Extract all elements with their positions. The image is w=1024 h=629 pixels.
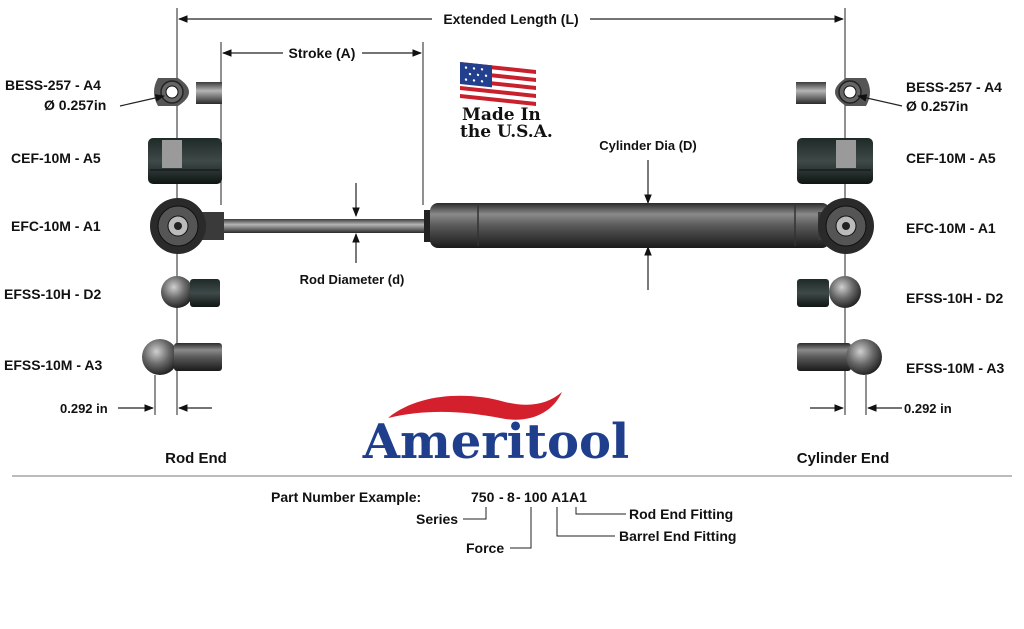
cylinder-dia-label: Cylinder Dia (D) <box>599 138 697 153</box>
rod-diameter-dimension: Rod Diameter (d) <box>300 183 405 287</box>
left-cef-fitting <box>148 138 222 184</box>
pn-stroke: 100 <box>524 489 548 505</box>
right-bess-fitting <box>796 78 870 106</box>
left-labels: BESS-257 - A4 Ø 0.257in CEF-10M - A5 EFC… <box>4 77 165 373</box>
right-efc-fitting <box>818 198 874 254</box>
left-offset-dimension: 0.292 in <box>60 375 212 416</box>
right-offset-dimension: 0.292 in <box>810 375 952 416</box>
stroke-dimension: Stroke (A) <box>220 42 424 205</box>
pn-series: 750 <box>471 489 495 505</box>
cylinder-dia-dimension: Cylinder Dia (D) <box>599 138 697 290</box>
cylinder-body <box>430 203 830 248</box>
pn-barrel-end-fitting-label: Barrel End Fitting <box>619 528 736 544</box>
rod-seal <box>424 210 434 242</box>
extended-length-label: Extended Length (L) <box>443 11 578 27</box>
us-flag-icon <box>460 61 536 110</box>
left-efss10m-fitting <box>142 339 222 375</box>
left-efss10h-label: EFSS-10H - D2 <box>4 286 101 302</box>
made-in-line1: Made In <box>462 105 541 125</box>
left-efss10h-fitting <box>161 276 220 308</box>
left-efc-fitting <box>150 198 224 254</box>
right-cef-fitting <box>797 138 873 184</box>
left-efss10m-label: EFSS-10M - A3 <box>4 357 102 373</box>
pn-barrel-code: A1 <box>551 489 569 505</box>
left-offset-label: 0.292 in <box>60 401 108 416</box>
rod-diameter-label: Rod Diameter (d) <box>300 272 405 287</box>
left-efc-label: EFC-10M - A1 <box>11 218 101 234</box>
left-cef-label: CEF-10M - A5 <box>11 150 101 166</box>
right-cef-label: CEF-10M - A5 <box>906 150 996 166</box>
part-number-label: Part Number Example: <box>271 489 421 505</box>
right-efss10h-fitting <box>797 276 861 308</box>
logo-swoosh-icon <box>388 392 562 420</box>
right-efss10m-fitting <box>797 339 882 375</box>
left-bess-fitting <box>154 78 222 106</box>
pn-sep2: - <box>516 489 521 505</box>
right-fittings <box>796 78 882 375</box>
left-fittings <box>142 78 224 375</box>
made-in-usa-badge: Made In the U.S.A. <box>460 61 553 142</box>
pn-rod-end-fitting-label: Rod End Fitting <box>629 506 733 522</box>
rod-end-label: Rod End <box>165 450 227 467</box>
brand-name: Ameritool <box>362 414 630 470</box>
pn-sep1: - <box>499 489 504 505</box>
right-bess-diameter: Ø 0.257in <box>906 98 968 114</box>
piston-rod <box>218 219 430 233</box>
right-efss10m-label: EFSS-10M - A3 <box>906 360 1004 376</box>
stroke-label: Stroke (A) <box>289 45 356 61</box>
right-efc-label: EFC-10M - A1 <box>906 220 996 236</box>
ameritool-logo: Ameritool <box>362 392 630 470</box>
pn-force-label: Force <box>466 540 504 556</box>
pn-series-label: Series <box>416 511 458 527</box>
left-bess-label: BESS-257 - A4 <box>5 77 101 93</box>
pn-rod-code: A1 <box>569 489 587 505</box>
gas-spring <box>218 203 830 248</box>
right-efss10h-label: EFSS-10H - D2 <box>906 290 1003 306</box>
cylinder-end-label: Cylinder End <box>797 450 890 467</box>
made-in-line2: the U.S.A. <box>460 122 553 142</box>
left-bess-diameter: Ø 0.257in <box>44 97 106 113</box>
part-number-example: Part Number Example: 750 - 8 - 100 A1 A1… <box>271 489 736 556</box>
right-labels: BESS-257 - A4 Ø 0.257in CEF-10M - A5 EFC… <box>857 79 1004 376</box>
pn-force: 8 <box>507 489 515 505</box>
right-offset-label: 0.292 in <box>904 401 952 416</box>
right-bess-label: BESS-257 - A4 <box>906 79 1002 95</box>
